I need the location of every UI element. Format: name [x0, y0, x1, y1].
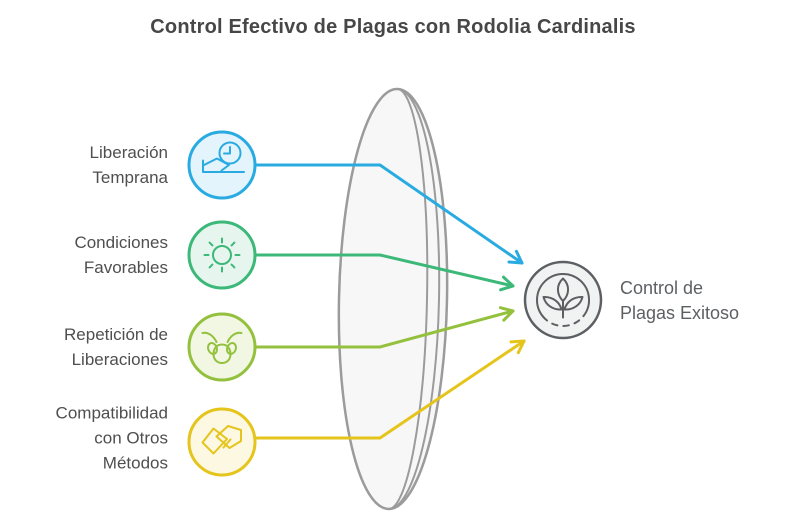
plant-ring: [536, 272, 591, 318]
arrowhead: [499, 275, 515, 292]
connector-repeated-releases: [253, 306, 515, 349]
connector-line: [253, 309, 515, 349]
lens-ellipse: [337, 87, 449, 511]
arrowhead: [498, 306, 515, 322]
item-label-favorable-conditions: Condiciones Favorables: [74, 233, 168, 277]
plant-ring-dashed: [542, 315, 585, 327]
item-icon-circle-1: [187, 130, 257, 200]
result-icon-circle: [523, 260, 603, 340]
lens-shape: [337, 87, 449, 511]
icon-circle: [187, 130, 257, 200]
icon-circle: [187, 312, 257, 382]
item-label-repeated-releases: Repetición de Liberaciones: [64, 325, 168, 369]
item-icon-circle-3: [187, 312, 257, 382]
clock-release-icon: [202, 141, 245, 173]
item-icon-circle-4: [187, 407, 257, 477]
connector-favorable-conditions: [253, 253, 515, 292]
insect-icon: [201, 331, 243, 364]
arrowhead: [509, 339, 526, 355]
result-label: Control de Plagas Exitoso: [620, 278, 740, 323]
connector-compatibility: [253, 339, 526, 440]
lens-inner-edge: [388, 88, 429, 510]
plant-icon: [536, 272, 591, 327]
connector-line: [253, 163, 524, 265]
item-icon-circle-2: [187, 220, 257, 290]
connector-early-release: [253, 163, 524, 265]
icon-circle: [187, 220, 257, 290]
connector-line: [253, 253, 515, 288]
handshake-icon: [201, 425, 242, 455]
item-label-early-release: Liberación Temprana: [89, 143, 168, 187]
diagram-title: Control Efectivo de Plagas con Rodolia C…: [150, 16, 636, 38]
item-label-compatibility: Compatibilidad con Otros Métodos: [55, 403, 168, 473]
arrowhead: [507, 249, 524, 265]
connector-line: [253, 339, 526, 440]
lens-inner-edge: [388, 88, 441, 510]
sun-icon: [203, 237, 241, 273]
